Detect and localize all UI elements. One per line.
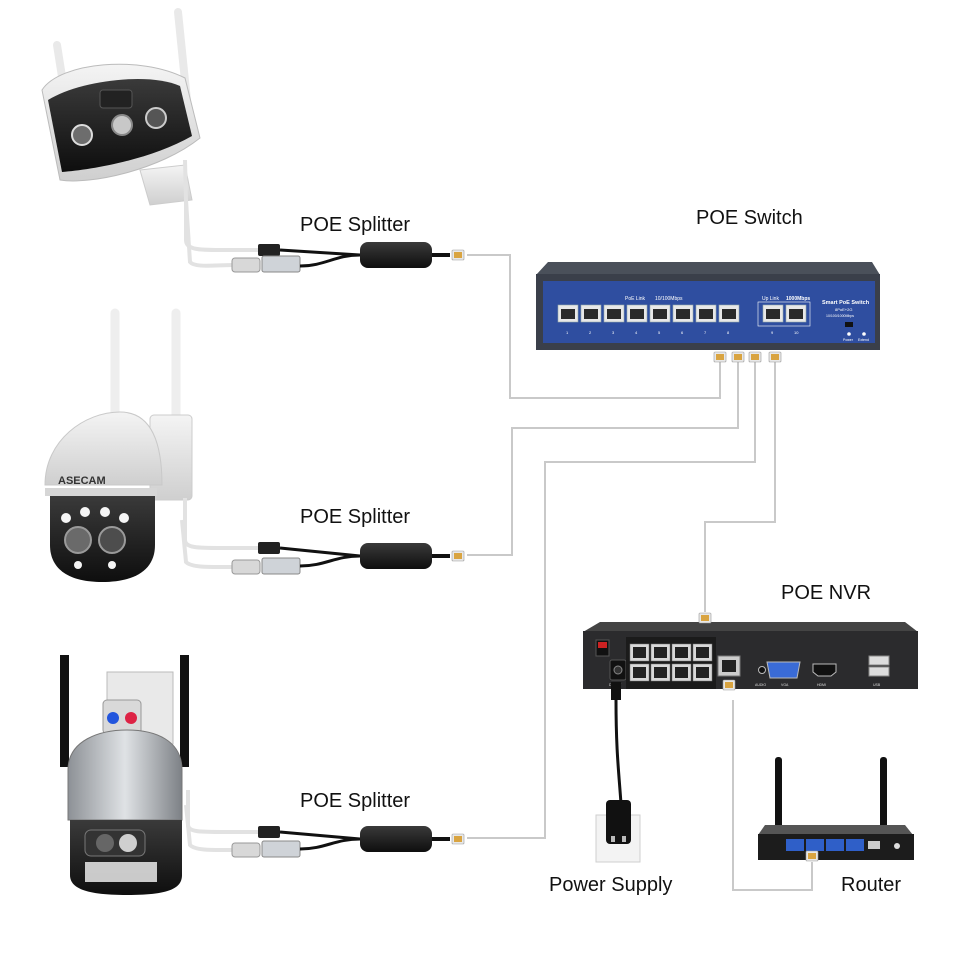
switch-port-5: 5 xyxy=(649,304,671,335)
switch-power-label: Power xyxy=(843,338,854,342)
switch-poe-link-label: PoE Link xyxy=(625,296,646,302)
cable-switch-to-splitter-2 xyxy=(467,360,739,556)
switch-brand-title: Smart PoE Switch xyxy=(822,300,870,306)
nvr-usb-port-bottom xyxy=(868,666,890,677)
poe-switch-label: POE Switch xyxy=(696,207,803,229)
camera-2-brand-label: ASECAM xyxy=(58,475,106,487)
switch-port-1: 1 xyxy=(557,304,579,335)
switch-ethernet-ports: 1 2 3 4 5 6 7 8 9 10 xyxy=(557,301,811,335)
switch-port-4: 4 xyxy=(626,304,648,335)
poe-splitter-1 xyxy=(279,242,465,268)
switch-port-number: 2 xyxy=(589,330,592,335)
nvr-vga-port xyxy=(766,661,801,679)
power-supply-outlet xyxy=(595,800,641,863)
nvr-poe-port xyxy=(629,643,650,662)
switch-speed-label: 10/100Mbps xyxy=(655,296,683,302)
switch-rj45-plug xyxy=(713,351,727,363)
nvr-usb-label: USB xyxy=(873,683,881,687)
nvr-poe-ports xyxy=(629,643,713,682)
camera-3-silver-ptz xyxy=(60,655,301,895)
nvr-poe-port xyxy=(692,643,713,662)
switch-brand-spec: 10/100/1000Mbps xyxy=(826,314,854,318)
nvr-poe-port xyxy=(629,663,650,682)
nvr-vga-label: VGA xyxy=(781,683,789,687)
switch-port-8: 8 xyxy=(718,304,740,335)
switch-port-number: 1 xyxy=(566,330,569,335)
switch-port-number: 10 xyxy=(794,330,799,335)
nvr-audio-label: AUDIO xyxy=(755,683,766,687)
switch-port-number: 6 xyxy=(681,330,684,335)
switch-plugged-connectors xyxy=(713,351,782,363)
wifi-router xyxy=(758,757,914,862)
nvr-poe-port xyxy=(650,663,671,682)
poe-nvr-label: POE NVR xyxy=(781,582,872,604)
poe-splitter-2-label: POE Splitter xyxy=(300,506,411,528)
switch-port-7: 7 xyxy=(695,304,717,335)
power-supply-label: Power Supply xyxy=(549,874,673,896)
nvr-poe-port xyxy=(671,663,692,682)
nvr-poe-port xyxy=(671,643,692,662)
switch-port-3: 3 xyxy=(603,304,625,335)
poe-nvr: DC 48V AUDIO VGA HDMI USB xyxy=(583,612,918,700)
switch-port-number: 3 xyxy=(612,330,615,335)
switch-rj45-plug xyxy=(748,351,762,363)
switch-port-6: 6 xyxy=(672,304,694,335)
router-label: Router xyxy=(841,874,902,896)
nvr-audio-port xyxy=(758,666,766,674)
cable-switch-to-splitter-1 xyxy=(467,254,721,399)
camera-2-ptz-dome: ASECAM xyxy=(44,308,301,582)
nvr-poe-port xyxy=(650,643,671,662)
nvr-hdmi-port xyxy=(812,663,837,677)
switch-uplink-label: Up Link xyxy=(762,296,779,302)
switch-rj45-plug xyxy=(768,351,782,363)
poe-splitter-3-label: POE Splitter xyxy=(300,790,411,812)
network-cables xyxy=(467,254,813,891)
switch-uplink-speed-label: 1000Mbps xyxy=(786,296,810,302)
cable-switch-to-nvr xyxy=(704,360,776,612)
switch-port-9: 9 xyxy=(762,304,784,335)
switch-brand-subtitle: 8PoE+2G xyxy=(835,307,852,312)
switch-power-led xyxy=(847,332,851,336)
switch-extend-label: Extend xyxy=(858,338,869,342)
nvr-hdmi-label: HDMI xyxy=(817,683,826,687)
switch-port-2: 2 xyxy=(580,304,602,335)
poe-splitter-1-label: POE Splitter xyxy=(300,214,411,236)
poe-splitter-2 xyxy=(279,543,465,569)
switch-extend-led xyxy=(862,332,866,336)
poe-splitter-3 xyxy=(279,826,465,852)
switch-port-10: 10 xyxy=(785,304,807,335)
switch-port-number: 9 xyxy=(771,330,774,335)
switch-port-number: 7 xyxy=(704,330,707,335)
switch-rj45-plug xyxy=(731,351,745,363)
switch-port-number: 8 xyxy=(727,330,730,335)
cable-nvr-to-router xyxy=(732,700,813,891)
nvr-usb-port-top xyxy=(868,655,890,666)
switch-port-number: 5 xyxy=(658,330,661,335)
camera-1-dual-lens xyxy=(41,8,301,273)
switch-port-number: 4 xyxy=(635,330,638,335)
nvr-poe-port xyxy=(692,663,713,682)
cable-switch-to-splitter-3 xyxy=(467,360,756,839)
